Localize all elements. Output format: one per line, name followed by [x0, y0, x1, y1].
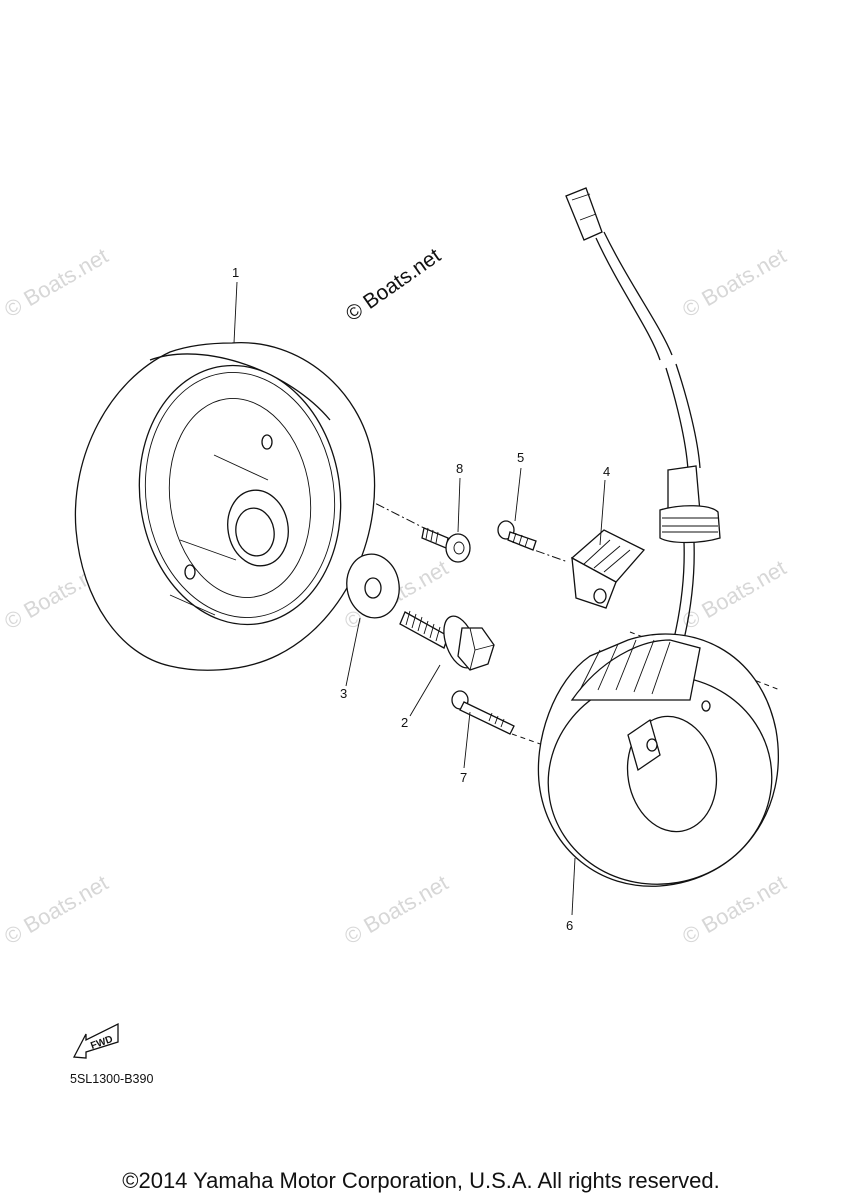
callout-2: 2 [401, 715, 408, 730]
diagram-code: 5SL1300-B390 [70, 1072, 154, 1086]
watermark: © Boats.net [0, 243, 112, 322]
callout-6: 6 [566, 918, 573, 933]
callout-4: 4 [603, 464, 610, 479]
rotor-bolt [421, 527, 471, 563]
watermark-main: © Boats.net [342, 244, 445, 326]
flywheel-rotor [74, 342, 376, 671]
lead-clamp [570, 529, 646, 609]
stator-assembly [537, 633, 779, 887]
watermark: © Boats.net [678, 870, 790, 949]
copyright-notice: ©2014 Yamaha Motor Corporation, U.S.A. A… [122, 1168, 720, 1193]
watermark: © Boats.net [678, 243, 790, 322]
callout-1: 1 [232, 265, 239, 280]
leader-lines [233, 281, 606, 916]
watermark: © Boats.net [0, 870, 112, 949]
watermark: © Boats.net [678, 555, 790, 634]
callout-numbers: 1 2 3 4 5 6 7 8 [232, 265, 610, 933]
small-screw [497, 520, 537, 551]
callout-5: 5 [517, 450, 524, 465]
washer [346, 553, 400, 619]
callout-8: 8 [456, 461, 463, 476]
flange-bolt [399, 610, 495, 671]
watermark: © Boats.net [340, 870, 452, 949]
stator-bolt [451, 690, 515, 735]
fwd-arrow: FWD [72, 1022, 119, 1059]
callout-7: 7 [460, 770, 467, 785]
callout-3: 3 [340, 686, 347, 701]
wire-harness [565, 187, 721, 717]
